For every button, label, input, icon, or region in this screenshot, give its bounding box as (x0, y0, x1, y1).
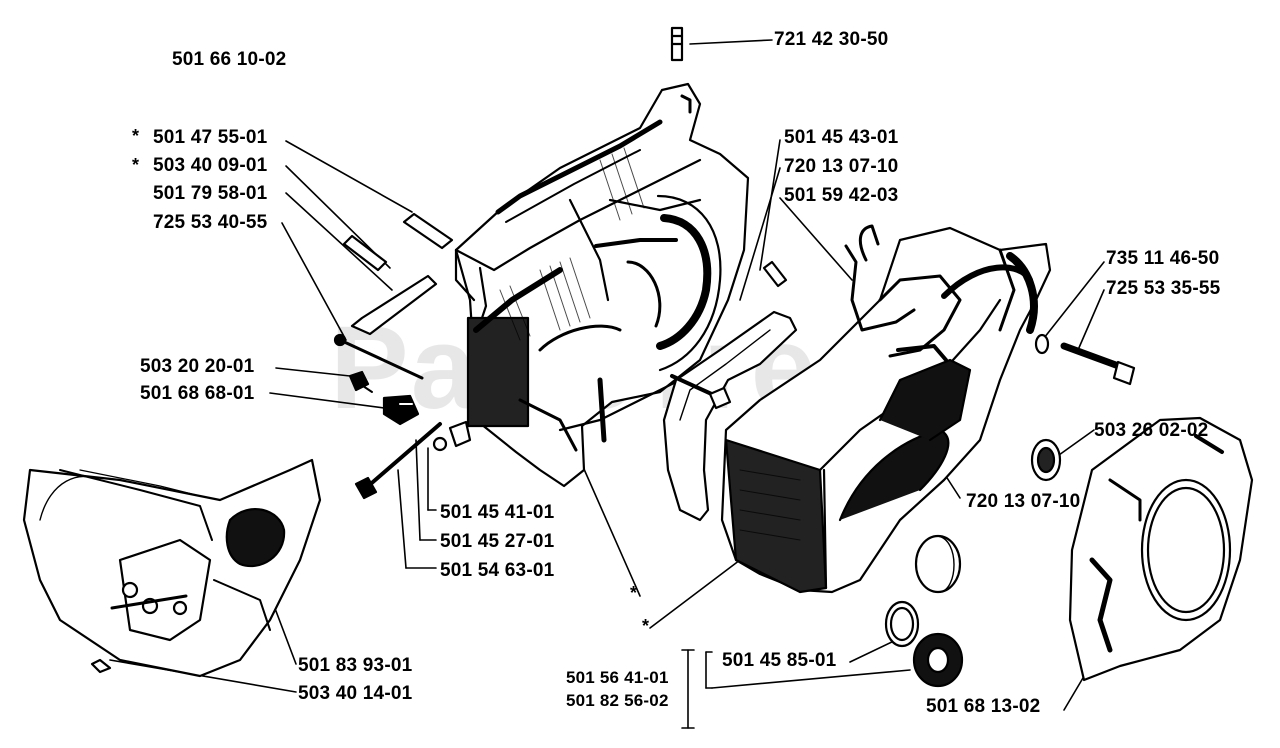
label-720-13-07-10-bottom: 720 13 07-10 (966, 491, 1081, 512)
starter-cover (1068, 416, 1254, 682)
right-crankcase (670, 224, 1052, 594)
left-small-parts (333, 212, 472, 500)
left-crankcase (454, 82, 750, 488)
asterisk-marker: * (630, 583, 638, 603)
label-501-47-55-01: 501 47 55-01 (153, 127, 268, 148)
label-501-54-63-01: 501 54 63-01 (440, 560, 555, 581)
label-735-11-46-50: 735 11 46-50 (1106, 248, 1220, 269)
label-720-13-07-10-top: 720 13 07-10 (784, 156, 899, 177)
label-501-45-27-01: 501 45 27-01 (440, 531, 555, 552)
label-assembly-id: 501 66 10-02 (172, 49, 287, 70)
bottom-seals (884, 534, 964, 688)
label-725-53-35-55: 725 53 35-55 (1106, 278, 1221, 299)
label-501-45-43-01: 501 45 43-01 (784, 127, 899, 148)
label-503-40-09-01: 503 40 09-01 (153, 155, 268, 176)
label-501-45-85-01: 501 45 85-01 (722, 650, 837, 671)
asterisk-marker: * (132, 155, 140, 175)
label-503-20-20-01: 503 20 20-01 (140, 356, 255, 377)
top-pin (670, 26, 684, 62)
label-725-53-40-55: 725 53 40-55 (153, 212, 268, 233)
label-501-82-56-02: 501 82 56-02 (566, 691, 669, 710)
right-small-parts (762, 260, 1136, 482)
gasket (662, 310, 798, 522)
chain-brake-housing (22, 458, 322, 678)
label-501-59-42-03: 501 59 42-03 (784, 185, 899, 206)
label-501-68-13-02: 501 68 13-02 (926, 696, 1041, 717)
label-501-56-41-01: 501 56 41-01 (566, 668, 669, 687)
label-501-83-93-01: 501 83 93-01 (298, 655, 413, 676)
label-501-45-41-01: 501 45 41-01 (440, 502, 555, 523)
label-501-68-68-01: 501 68 68-01 (140, 383, 255, 404)
label-721-42-30-50: 721 42 30-50 (774, 29, 889, 50)
label-501-79-58-01: 501 79 58-01 (153, 183, 268, 204)
label-503-40-14-01: 503 40 14-01 (298, 683, 413, 704)
asterisk-marker: * (642, 616, 650, 636)
asterisk-marker: * (132, 126, 140, 146)
label-503-26-02-02: 503 26 02-02 (1094, 420, 1209, 441)
